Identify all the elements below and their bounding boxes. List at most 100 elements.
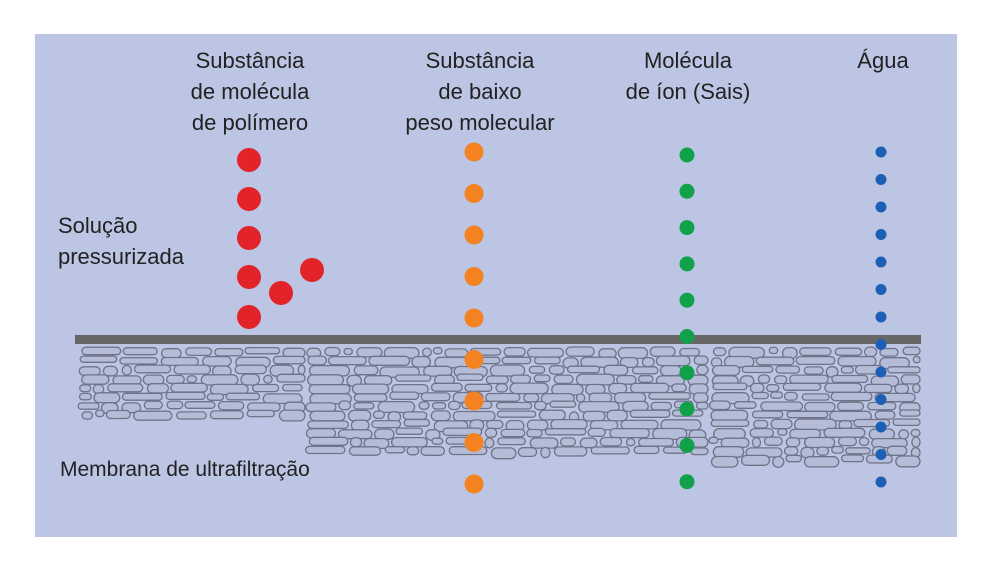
- membrane-pore: [751, 410, 784, 419]
- membrane-pore: [308, 384, 351, 395]
- membrane-pore: [501, 356, 532, 365]
- membrane-pore: [122, 347, 158, 356]
- membrane-pore: [603, 364, 629, 376]
- membrane-pore: [526, 419, 549, 431]
- membrane-pore: [692, 392, 709, 404]
- membrane-pore: [430, 410, 451, 422]
- membrane-pore: [830, 391, 873, 402]
- low-mw-particle: [464, 350, 484, 369]
- membrane-pore: [95, 409, 105, 418]
- membrane-pore: [102, 365, 119, 377]
- low-mw-particle: [464, 391, 484, 411]
- water-particle: [875, 394, 887, 405]
- membrane-pore: [631, 366, 659, 375]
- membrane-pore: [582, 410, 606, 422]
- membrane-pore: [432, 347, 443, 355]
- membrane-pore: [305, 445, 346, 455]
- membrane-pore: [775, 365, 801, 374]
- membrane-pore: [496, 410, 537, 418]
- membrane-pore: [160, 356, 199, 367]
- membrane-pore: [741, 365, 774, 374]
- membrane-pore: [160, 348, 182, 359]
- particles: [237, 142, 887, 494]
- membrane-pore: [553, 374, 574, 385]
- membrane-pore: [836, 401, 865, 412]
- membrane-pore: [495, 383, 509, 393]
- membrane-pore: [107, 383, 144, 393]
- membrane-pore: [548, 365, 565, 375]
- membrane-pore: [863, 383, 893, 394]
- membrane-pore: [143, 400, 163, 410]
- membrane-pore: [753, 419, 769, 429]
- membrane-pore: [801, 393, 830, 401]
- membrane-pore: [633, 445, 660, 455]
- membrane-pore: [816, 446, 830, 456]
- membrane-pore: [119, 356, 159, 365]
- membrane-pore: [910, 428, 921, 438]
- membrane-pore: [418, 401, 430, 410]
- ion-particle: [679, 147, 695, 163]
- membrane-pore: [679, 347, 701, 357]
- polymer-particle: [237, 187, 261, 211]
- membrane-pore: [760, 401, 804, 412]
- water-particle: [875, 256, 887, 268]
- membrane-pore: [799, 347, 832, 357]
- membrane-pore: [165, 391, 206, 401]
- membrane-pore: [671, 383, 687, 393]
- membrane-label: Membrana de ultrafiltração: [60, 458, 310, 481]
- membrane-pore: [789, 428, 822, 440]
- membrane-pore: [394, 374, 432, 382]
- membrane-pore: [544, 428, 587, 436]
- membrane-pore: [402, 411, 428, 421]
- membrane-pore: [497, 437, 526, 446]
- membrane-pore: [844, 447, 871, 455]
- membrane-pore: [892, 418, 921, 427]
- ion-particle: [679, 365, 695, 381]
- membrane-pore: [272, 355, 306, 365]
- membrane-pore: [214, 347, 244, 357]
- membrane-pore: [659, 364, 682, 377]
- membrane-pore: [637, 437, 675, 447]
- membrane-pore: [350, 419, 370, 432]
- membrane-pore: [105, 409, 131, 420]
- membrane-pore: [840, 454, 865, 463]
- membrane-pore: [166, 400, 184, 410]
- membrane-pore: [327, 355, 367, 366]
- membrane-pore: [406, 446, 420, 456]
- membrane-pore: [485, 392, 521, 402]
- membrane-pore: [422, 347, 432, 358]
- membrane-pore: [485, 419, 504, 430]
- membrane-pore: [619, 356, 639, 369]
- low-mw-particle: [464, 184, 484, 203]
- membrane-pore: [768, 346, 779, 355]
- membrane-pore: [712, 446, 745, 458]
- column-label-low-molecular-weight: Substância de baixo peso molecular: [405, 48, 555, 135]
- membrane-pore: [587, 427, 606, 437]
- membrane-pore: [803, 456, 840, 468]
- membrane-pore: [353, 365, 379, 376]
- membrane-pore: [629, 409, 671, 418]
- membrane-pore: [789, 374, 829, 384]
- membrane-pore: [629, 382, 670, 394]
- membrane-pore: [121, 392, 163, 401]
- membrane-pore: [495, 401, 533, 410]
- membrane-pore: [599, 436, 623, 447]
- membrane-pore: [858, 436, 870, 447]
- membrane-pore: [863, 346, 878, 358]
- membrane-pore: [244, 346, 281, 355]
- membrane-pore: [772, 455, 785, 468]
- water-particle: [875, 284, 887, 295]
- membrane-pore: [403, 418, 431, 427]
- membrane-pore: [879, 347, 899, 357]
- membrane-pore: [696, 364, 709, 376]
- membrane-pore: [533, 374, 551, 383]
- membrane-pore: [225, 392, 261, 401]
- membrane-pore: [711, 364, 741, 376]
- membrane-pore: [240, 373, 261, 386]
- membrane-pore: [693, 355, 709, 366]
- membrane-pore: [777, 428, 788, 436]
- membrane-pore: [911, 436, 921, 448]
- membrane-pore: [444, 348, 469, 358]
- membrane-pore: [372, 410, 385, 420]
- low-mw-particle: [464, 142, 484, 162]
